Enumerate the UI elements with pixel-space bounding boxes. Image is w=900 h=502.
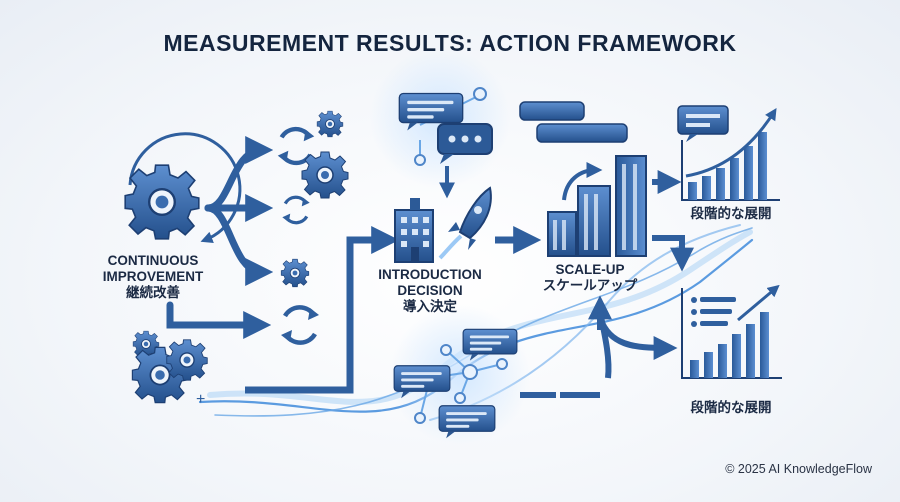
label-line: DECISION (397, 283, 463, 298)
scale-up-buildings-icon (547, 155, 647, 257)
chat-network-top (370, 48, 510, 199)
cycle-arrows-icon (281, 307, 319, 342)
label-phased-rollout-top: 段階的な展開 (690, 206, 772, 221)
arrow-to-rollout-mid (652, 235, 694, 272)
gear-icon (280, 258, 310, 288)
label-continuous-improvement: CONTINUOUS IMPROVEMENT 継続改善 (88, 253, 218, 301)
gear-icon (316, 110, 344, 138)
page-title: MEASUREMENT RESULTS: ACTION FRAMEWORK (163, 30, 737, 56)
chat-network-bottom (390, 305, 530, 445)
rollout-chart-bottom-icon (681, 284, 782, 379)
label-line: 継続改善 (126, 285, 180, 300)
rollout-chart-top-icon (677, 105, 780, 201)
cycle-arrows-icon (280, 195, 312, 225)
label-scale-up: SCALE-UP スケールアップ (530, 262, 650, 294)
rocket-icon (438, 186, 492, 260)
label-line: SCALE-UP (555, 262, 625, 277)
gear-icon (301, 151, 349, 199)
label-line: INTRODUCTION (378, 267, 482, 282)
label-line: 導入決定 (403, 299, 457, 314)
footer-copyright: © 2025 AI KnowledgeFlow (725, 462, 872, 476)
label-line: IMPROVEMENT (102, 269, 204, 284)
label-introduction-decision: INTRODUCTION DECISION 導入決定 (370, 267, 490, 315)
label-phased-rollout-bottom: 段階的な展開 (690, 400, 772, 415)
continuous-improvement-gear-icon (123, 132, 242, 243)
branch-arrows (166, 136, 274, 339)
chat-bubbles-top-right (519, 101, 628, 143)
label-line: スケールアップ (542, 278, 638, 293)
label-line: CONTINUOUS (107, 253, 199, 268)
gear-icon (166, 339, 208, 381)
return-arrow-stem (597, 311, 612, 379)
building-icon (394, 198, 434, 263)
arrow-to-rollout-bottom (597, 316, 678, 360)
arrow-to-introduction (245, 226, 400, 394)
plus-icon: + (196, 391, 205, 408)
